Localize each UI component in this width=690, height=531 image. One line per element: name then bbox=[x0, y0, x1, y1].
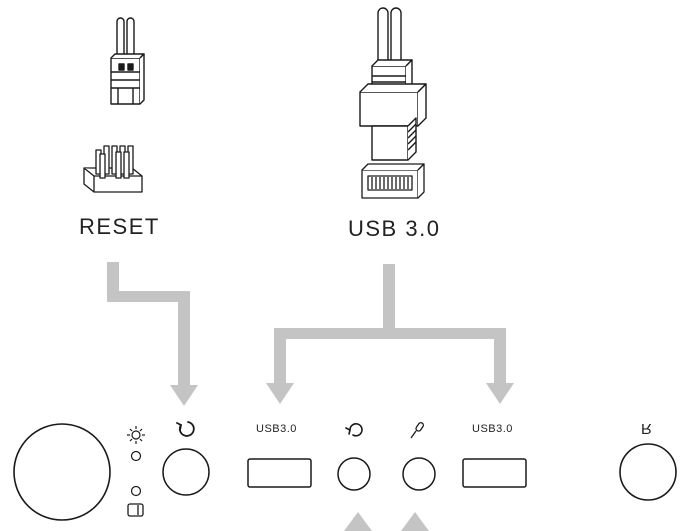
usb3-port-right bbox=[462, 458, 527, 488]
microphone-jack bbox=[402, 457, 436, 491]
audio-arrows bbox=[344, 512, 429, 531]
reset-pin-header-icon bbox=[83, 145, 143, 193]
reset-arrow bbox=[107, 262, 198, 406]
usb3-port-left bbox=[247, 458, 312, 488]
usb3-arrow bbox=[266, 264, 514, 404]
power-button bbox=[13, 423, 111, 521]
power-led-icon bbox=[127, 426, 145, 444]
headphone-jack bbox=[337, 457, 371, 491]
hdd-led-icon bbox=[127, 503, 144, 517]
usb3-port-right-label: USB3.0 bbox=[472, 423, 513, 435]
card-reader-slot bbox=[619, 443, 677, 501]
card-reader-label: R bbox=[641, 420, 652, 437]
reset-jumper-cable-icon bbox=[110, 17, 145, 105]
headphone-icon bbox=[345, 423, 363, 437]
reset-label: RESET bbox=[79, 214, 160, 239]
front-panel bbox=[13, 421, 677, 521]
microphone-icon bbox=[410, 422, 424, 439]
usb3-header-socket-icon bbox=[361, 163, 425, 199]
reset-symbol-icon bbox=[176, 421, 195, 437]
hdd-led bbox=[130, 485, 142, 497]
power-led bbox=[130, 450, 142, 462]
reset-button bbox=[162, 448, 210, 496]
usb3-port-left-label: USB3.0 bbox=[256, 423, 297, 435]
usb3-label: USB 3.0 bbox=[348, 216, 441, 241]
usb3-cable-connector-icon bbox=[359, 7, 427, 161]
